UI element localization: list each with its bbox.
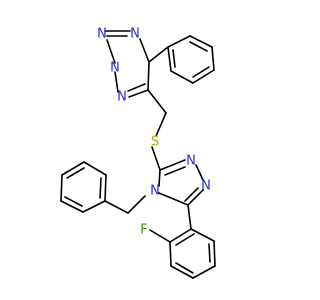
bond <box>66 167 85 179</box>
bond <box>99 177 102 199</box>
bond <box>139 38 150 63</box>
bond <box>104 200 129 214</box>
bond <box>187 189 204 206</box>
bond <box>164 166 186 176</box>
bond <box>192 265 216 279</box>
bond <box>172 49 176 68</box>
bond <box>184 187 199 202</box>
atom-label-n: N <box>150 184 160 199</box>
atom-label-n: N <box>201 179 211 194</box>
bond <box>213 240 216 267</box>
bond <box>169 241 172 267</box>
bond <box>60 200 84 213</box>
bond <box>159 159 186 171</box>
bond <box>189 35 213 48</box>
bond <box>175 233 195 246</box>
bond <box>208 243 211 263</box>
bond <box>170 265 194 279</box>
bond <box>151 146 161 171</box>
atom-label-n: N <box>110 61 120 76</box>
bond <box>104 174 107 202</box>
atom-label-s: S <box>151 135 159 150</box>
bond <box>83 161 107 176</box>
bond <box>192 66 210 78</box>
bond <box>82 200 106 213</box>
bond <box>192 69 215 84</box>
atom-label-n: N <box>97 27 107 42</box>
benzyl-group <box>60 161 146 214</box>
bond <box>61 161 85 176</box>
bond <box>114 71 119 93</box>
bond <box>158 192 189 206</box>
atom-label-n: N <box>117 90 127 105</box>
atom-labels: N N N N S N N N F <box>97 27 211 238</box>
bond <box>148 46 169 63</box>
bond <box>167 35 191 48</box>
bond <box>169 228 192 243</box>
bond <box>127 83 146 92</box>
bond <box>64 196 83 207</box>
bond <box>127 195 146 214</box>
tetrazole-ring <box>104 30 150 98</box>
bond <box>195 164 204 181</box>
thioether-linker <box>147 89 167 171</box>
triazole-ring <box>158 159 204 206</box>
molecule-structure: N N N N S N N N F <box>60 27 216 279</box>
bond <box>189 41 208 52</box>
fluorophenyl-ring <box>149 204 216 279</box>
bond <box>175 262 194 274</box>
bond <box>149 229 171 243</box>
bond <box>155 112 167 137</box>
bond <box>170 70 194 84</box>
bond <box>147 89 167 114</box>
bond <box>128 89 149 98</box>
atom-label-n: N <box>186 154 196 169</box>
bond <box>106 39 116 64</box>
bond <box>158 169 161 187</box>
atom-label-f: F <box>140 223 147 238</box>
bond <box>211 46 215 71</box>
bond <box>60 174 63 202</box>
bond <box>147 61 150 91</box>
bond <box>190 228 215 242</box>
atom-label-n: N <box>130 27 140 42</box>
phenyl-ring-top <box>148 35 215 84</box>
bond <box>187 204 192 230</box>
bond <box>167 46 172 72</box>
